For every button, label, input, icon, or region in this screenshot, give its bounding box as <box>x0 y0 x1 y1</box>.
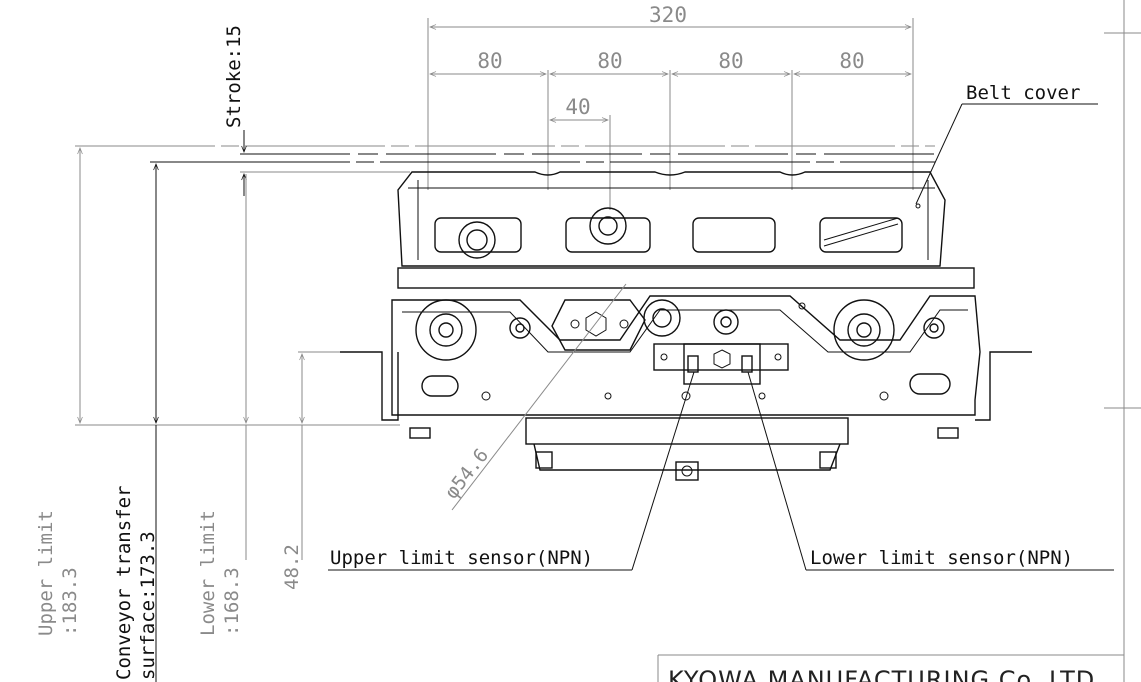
conveyor-surface-label-line2: surface:173.3 <box>137 531 159 680</box>
belt-cover-callout: Belt cover <box>966 82 1080 104</box>
frame <box>340 267 1032 481</box>
upper-limit-label-line1: Upper limit <box>35 510 57 636</box>
dim-overall-320: 320 <box>649 3 687 27</box>
horizontal-dimensions: 320 80 80 80 80 40 <box>427 3 914 210</box>
company-name: KYOWA MANUFACTURING Co.,LTD. <box>668 666 1104 682</box>
bracket-height-label: 48.2 <box>281 544 303 590</box>
dim-pitch-1: 80 <box>477 49 502 73</box>
stroke-label: Stroke:15 <box>223 25 245 128</box>
lower-sensor-callout: Lower limit sensor(NPN) <box>810 547 1073 569</box>
belt-cover <box>397 171 946 267</box>
callouts: Belt cover Upper limit sensor(NPN) Lower… <box>328 82 1114 571</box>
dim-pitch-3: 80 <box>718 49 743 73</box>
lower-limit-label-line1: Lower limit <box>197 510 219 636</box>
dim-pitch-2: 80 <box>597 49 622 73</box>
stroke-dimension: Stroke:15 <box>223 25 247 196</box>
dim-pitch-4: 80 <box>839 49 864 73</box>
dim-offset-40: 40 <box>565 95 590 119</box>
upper-limit-label-line2: :183.3 <box>59 567 81 636</box>
vertical-labels: Upper limit :183.3 Conveyor transfer sur… <box>35 486 303 680</box>
level-lines <box>75 145 935 426</box>
sheet-border <box>657 0 1141 682</box>
vertical-dimensions <box>77 147 305 682</box>
diameter-label: φ54.6 <box>441 444 494 503</box>
conveyor-surface-label-line1: Conveyor transfer <box>113 486 135 680</box>
diameter-dimension: φ54.6 <box>441 283 627 511</box>
lower-limit-label-line2: :168.3 <box>221 567 243 636</box>
upper-sensor-callout: Upper limit sensor(NPN) <box>330 547 593 569</box>
